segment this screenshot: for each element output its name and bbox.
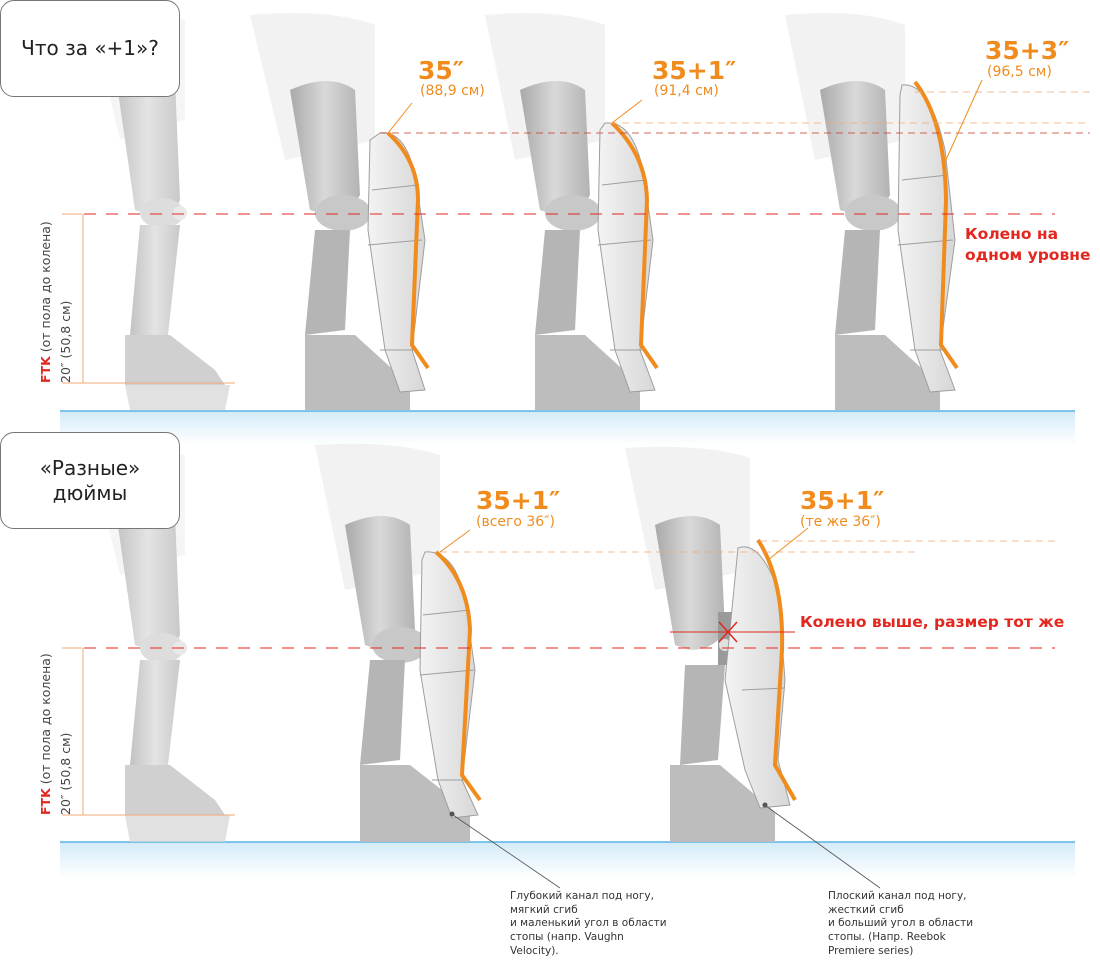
pad-size-5: 35+1″ (800, 486, 885, 515)
ice-surface-top (60, 411, 1075, 445)
ftk-label-bottom: FTK (от пола до колена) (38, 653, 53, 815)
ftk-prefix: FTK (38, 788, 53, 815)
pad-figure-3 (785, 12, 959, 410)
section-title-box-bottom: «Разные» дюймы (0, 432, 180, 529)
pad-metric-2: (91,4 см) (654, 83, 719, 99)
pad-metric-3: (96,5 см) (987, 64, 1052, 80)
pad-metric-5: (те же 36″) (800, 514, 881, 530)
pad-size-2: 35+1″ (652, 56, 737, 85)
knee-higher-note: Колено выше, размер тот же (800, 613, 1065, 631)
flat-channel-note: Плоский канал под ногу, жесткий сгиб и б… (828, 890, 974, 957)
section-title-bottom-line2: дюймы (52, 480, 128, 505)
pad-figure-2 (485, 12, 659, 410)
ice-surface-bottom (60, 842, 1075, 878)
section-title-bottom-line1: «Разные» (39, 455, 141, 480)
ftk-value-top: 20″ (50,8 см) (58, 300, 73, 383)
ftk-prefix: FTK (38, 356, 53, 383)
section-title-top: Что за «+1»? (21, 36, 159, 60)
pad-metric-4: (всего 36″) (476, 514, 555, 530)
pad-figure-5 (625, 446, 797, 842)
section-title-box-top: Что за «+1»? (0, 0, 180, 97)
deep-channel-note: Глубокий канал под ногу, мягкий сгиб и м… (510, 890, 667, 957)
pad-size-4: 35+1″ (476, 486, 561, 515)
knee-same-level-note: Колено на одном уровне (965, 225, 1091, 264)
pad-size-1: 35″ (418, 56, 464, 85)
pad-metric-1: (88,9 см) (420, 83, 485, 99)
knee-higher-cross (718, 621, 738, 643)
ftk-value-bottom: 20″ (50,8 см) (58, 732, 73, 815)
pad-size-3: 35+3″ (985, 36, 1070, 65)
pad-figure-4 (315, 443, 482, 842)
pad-figure-1 (250, 12, 430, 410)
ftk-label-top: FTK (от пола до колена) (38, 221, 53, 383)
